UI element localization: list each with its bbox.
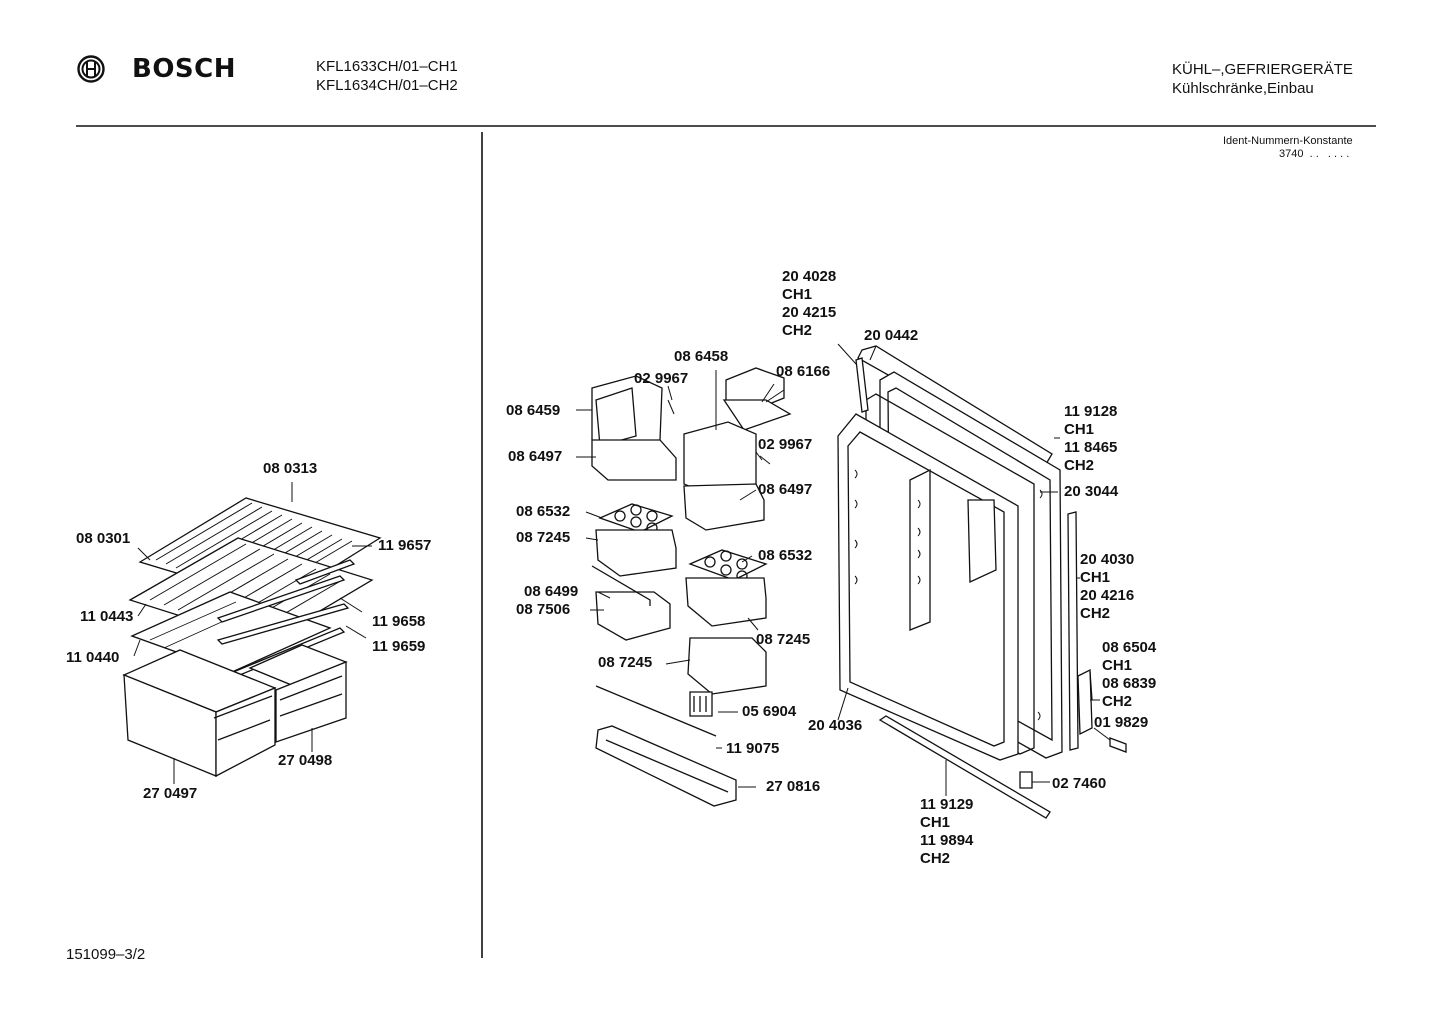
part-label: 08 7506 bbox=[516, 601, 571, 618]
part-label: 08 6499 bbox=[524, 583, 579, 600]
part-label: 08 6532 bbox=[758, 547, 813, 564]
part-label: 11 9658 bbox=[372, 613, 426, 630]
part-label: 27 0816 bbox=[766, 778, 821, 795]
ident-value: 3740 . . . . . . bbox=[1279, 148, 1350, 160]
part-label: 27 0498 bbox=[278, 752, 333, 769]
part-label: 11 9894 bbox=[920, 832, 974, 849]
part-label: 20 0442 bbox=[864, 327, 919, 344]
brand-name: BOSCH bbox=[132, 54, 236, 84]
part-label: CH1 bbox=[1102, 657, 1133, 674]
part-label: 08 6458 bbox=[674, 348, 729, 365]
shelf-assembly bbox=[124, 498, 380, 776]
part-label: 08 0313 bbox=[263, 460, 318, 477]
part-label: 02 9967 bbox=[634, 370, 689, 387]
part-label: 08 6497 bbox=[758, 481, 813, 498]
part-label: 20 3044 bbox=[1064, 483, 1119, 500]
part-label: CH1 bbox=[920, 814, 951, 831]
bosch-logo bbox=[76, 54, 106, 89]
part-label: 08 6497 bbox=[508, 448, 563, 465]
part-label: 27 0497 bbox=[143, 785, 198, 802]
part-label: 11 9657 bbox=[378, 537, 432, 554]
part-label: 08 7245 bbox=[756, 631, 811, 648]
part-label: 01 9829 bbox=[1094, 714, 1149, 731]
part-label: 08 7245 bbox=[516, 529, 571, 546]
part-label: 08 6504 bbox=[1102, 639, 1157, 656]
category-title: KÜHL–,GEFRIERGERÄTE bbox=[1172, 61, 1353, 78]
door-assembly bbox=[838, 346, 1126, 818]
part-label: 11 0443 bbox=[80, 608, 134, 625]
bosch-armature-logo-icon bbox=[77, 55, 105, 83]
part-label: 20 4216 bbox=[1080, 587, 1135, 604]
category-subtitle: Kühlschränke,Einbau bbox=[1172, 80, 1314, 97]
ident-label: Ident-Nummern-Konstante bbox=[1223, 135, 1353, 147]
part-label: 02 7460 bbox=[1052, 775, 1107, 792]
part-label: CH2 bbox=[1064, 457, 1095, 474]
part-label: 08 6839 bbox=[1102, 675, 1157, 692]
part-label: CH2 bbox=[1080, 605, 1111, 622]
part-label: 11 9129 bbox=[920, 796, 974, 813]
part-label: CH1 bbox=[782, 286, 813, 303]
door-bins bbox=[592, 368, 790, 806]
part-label: 20 4030 bbox=[1080, 551, 1135, 568]
part-label: 08 6166 bbox=[776, 363, 831, 380]
part-label: 02 9967 bbox=[758, 436, 813, 453]
part-label: 11 8465 bbox=[1064, 439, 1118, 456]
model-2: KFL1634CH/01–CH2 bbox=[316, 77, 458, 94]
part-label: CH2 bbox=[782, 322, 813, 339]
part-label: 11 0440 bbox=[66, 649, 120, 666]
part-label: 08 7245 bbox=[598, 654, 653, 671]
part-label: 11 9659 bbox=[372, 638, 426, 655]
part-label: CH1 bbox=[1064, 421, 1095, 438]
doc-number: 151099–3/2 bbox=[66, 946, 146, 963]
model-1: KFL1633CH/01–CH1 bbox=[316, 58, 458, 75]
part-label: 08 6459 bbox=[506, 402, 561, 419]
part-label: 08 6532 bbox=[516, 503, 571, 520]
part-label: 20 4036 bbox=[808, 717, 863, 734]
part-label: CH2 bbox=[920, 850, 951, 867]
part-label: 20 4028 bbox=[782, 268, 837, 285]
part-label: 05 6904 bbox=[742, 703, 797, 720]
part-label: 11 9075 bbox=[726, 740, 780, 757]
part-label: CH2 bbox=[1102, 693, 1133, 710]
part-label: 11 9128 bbox=[1064, 403, 1118, 420]
part-label: CH1 bbox=[1080, 569, 1111, 586]
part-label: 08 0301 bbox=[76, 530, 131, 547]
part-label: 20 4215 bbox=[782, 304, 837, 321]
